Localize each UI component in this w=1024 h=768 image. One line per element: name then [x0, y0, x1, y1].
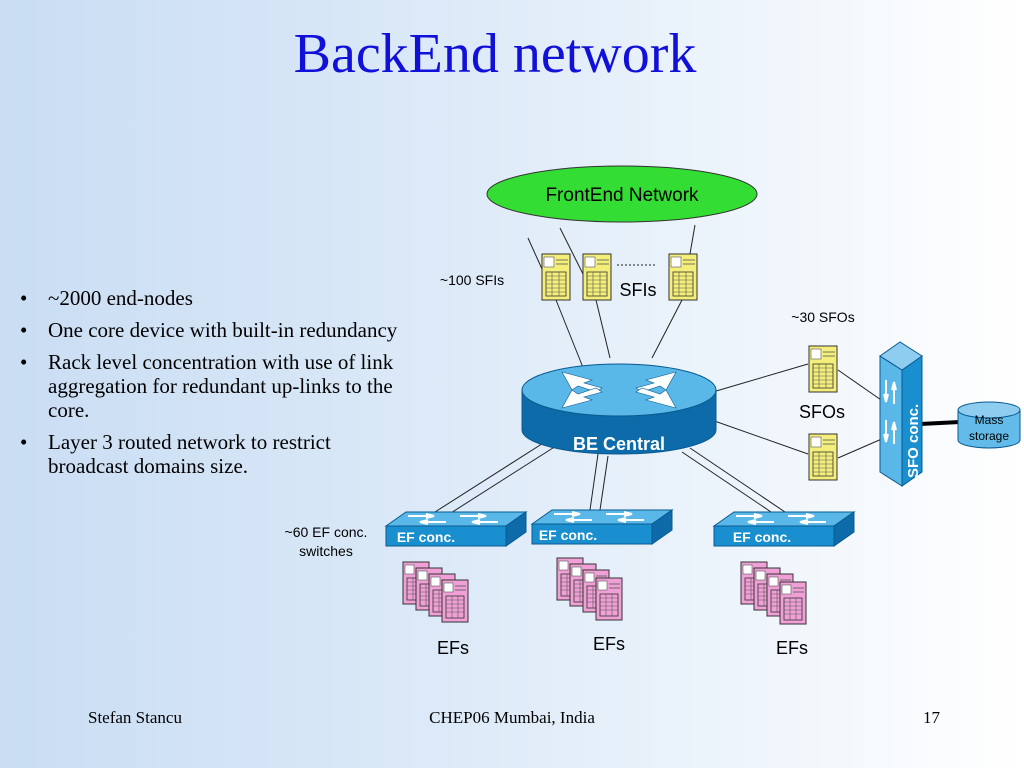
- mass-storage-label-2: storage: [969, 429, 1009, 443]
- ef-conc-label: EF conc.: [397, 529, 455, 545]
- sfi-server-icon: [582, 253, 612, 301]
- be-central-label: BE Central: [573, 434, 665, 454]
- sfo-server-icon: [808, 433, 838, 481]
- ef-server-stack: [556, 557, 623, 621]
- ef-conc-label: EF conc.: [539, 527, 597, 543]
- bullet-item: Layer 3 routed network to restrict broad…: [18, 430, 408, 478]
- ef-conc-switch: EF conc.: [531, 509, 673, 545]
- mass-storage-label-1: Mass: [975, 413, 1004, 427]
- sfo-label: SFOs: [799, 402, 845, 422]
- ef-conc-switch: EF conc.: [713, 511, 855, 547]
- sfo-concentrator-switch: SFO conc.: [879, 341, 923, 487]
- ef-conc-switch: EF conc.: [385, 511, 527, 547]
- slide-title: BackEnd network: [293, 23, 697, 85]
- footer-author: Stefan Stancu: [88, 708, 182, 727]
- bullet-item: Rack level concentration with use of lin…: [18, 350, 408, 422]
- bullet-item: One core device with built-in redundancy: [18, 318, 408, 342]
- ef-conc-label: EF conc.: [733, 529, 791, 545]
- ef-label: EFs: [593, 634, 625, 654]
- ef-label: EFs: [776, 638, 808, 658]
- ef-server-stack: [402, 561, 469, 623]
- ef-conc-count-label-2: switches: [299, 543, 353, 559]
- frontend-network-label: FrontEnd Network: [545, 185, 699, 206]
- sfi-label: SFIs: [619, 280, 656, 300]
- bullet-item: ~2000 end-nodes: [18, 286, 408, 310]
- ef-conc-count-label-1: ~60 EF conc.: [285, 524, 368, 540]
- footer-page-number: 17: [923, 708, 940, 727]
- bullet-list: ~2000 end-nodes One core device with bui…: [18, 286, 408, 486]
- storage-link: [919, 420, 961, 426]
- router-arrows-icon: [561, 371, 677, 409]
- mass-storage-icon: Mass storage: [957, 401, 1021, 449]
- be-central-router: BE Central: [521, 363, 717, 455]
- sfi-server-icon: [668, 253, 698, 301]
- sfi-server-icon: [541, 253, 571, 301]
- sfo-count-label: ~30 SFOs: [791, 309, 854, 325]
- ef-label: EFs: [437, 638, 469, 658]
- footer-event: CHEP06 Mumbai, India: [429, 708, 595, 727]
- sfi-count-label: ~100 SFIs: [440, 272, 504, 288]
- frontend-network-cloud: [486, 165, 758, 223]
- sfo-conc-label: SFO conc.: [905, 404, 922, 478]
- sfo-server-icon: [808, 345, 838, 393]
- ef-server-stack: [740, 561, 807, 625]
